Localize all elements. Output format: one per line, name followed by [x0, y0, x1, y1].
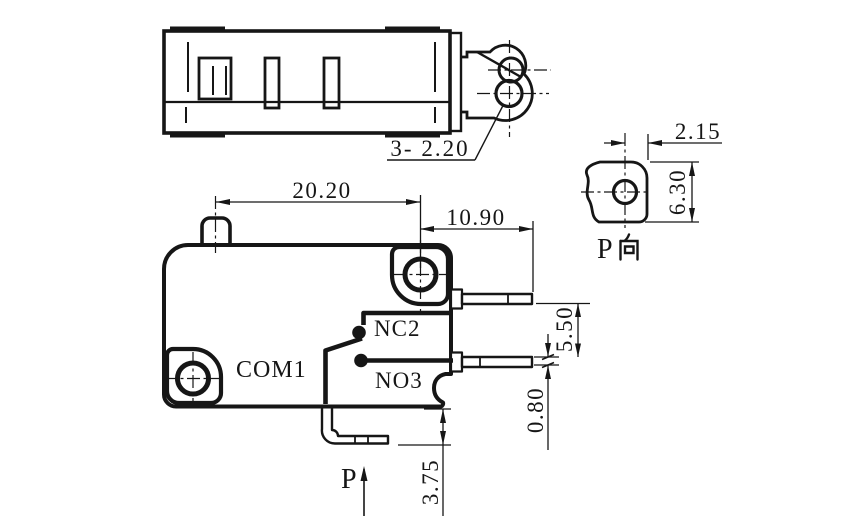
dim-plate-height: 6.30: [665, 169, 690, 215]
p-view-plate-outline: [584, 160, 649, 224]
switch-schematic: [323, 310, 453, 404]
actuation-arrow-label: P: [341, 464, 357, 495]
dim-bottom-terminal-offset: 3.75: [418, 459, 443, 505]
contact-no-dot: [354, 353, 368, 368]
front-view-body-outline: [162, 243, 453, 409]
xiang-direction-glyph: [619, 233, 639, 261]
dim-terminal-length: 10.90: [446, 205, 505, 230]
dim-hole-offset: 2.15: [675, 119, 721, 144]
top-view: [162, 26, 551, 161]
top-view-tab: [385, 132, 440, 138]
terminal-no-label: NO3: [375, 368, 423, 393]
top-view-tab: [170, 132, 225, 138]
contact-nc-dot: [352, 325, 366, 340]
terminal-no-blade: [460, 355, 534, 369]
terminal-com-label: COM1: [236, 357, 307, 383]
terminal-nc-blade: [460, 292, 534, 306]
top-view-plunger: [197, 56, 233, 101]
top-view-body-outline: [162, 29, 452, 135]
mounting-lobe-bottom-left: [164, 346, 224, 406]
p-view-label-latin: P: [597, 234, 613, 265]
dim-plunger-to-hole: 20.20: [292, 178, 351, 203]
terminal-nc-label: NC2: [374, 316, 420, 341]
top-view-hinge-bracket: [461, 43, 534, 122]
front-view: [162, 196, 534, 445]
p-view-dimensions: [604, 134, 722, 223]
top-view-slot: [263, 56, 281, 110]
terminal-com-blade: [320, 405, 390, 445]
top-view-tab: [385, 26, 440, 32]
p-view-centerlines: [581, 133, 650, 228]
top-view-tab: [170, 26, 225, 32]
dim-terminal-pitch: 5.50: [552, 306, 577, 352]
top-view-centerlines: [477, 40, 551, 137]
p-direction-view: [581, 133, 722, 228]
top-view-end-strip: [448, 31, 463, 133]
top-view-slot: [322, 56, 341, 110]
hole-callout-label: 3- 2.20: [390, 136, 469, 161]
front-view-dimensions: [216, 195, 590, 516]
terminal-blades: [449, 288, 534, 373]
lever-arm: [323, 336, 363, 404]
front-view-plunger: [200, 216, 232, 246]
dim-terminal-thickness: 0.80: [523, 387, 548, 433]
